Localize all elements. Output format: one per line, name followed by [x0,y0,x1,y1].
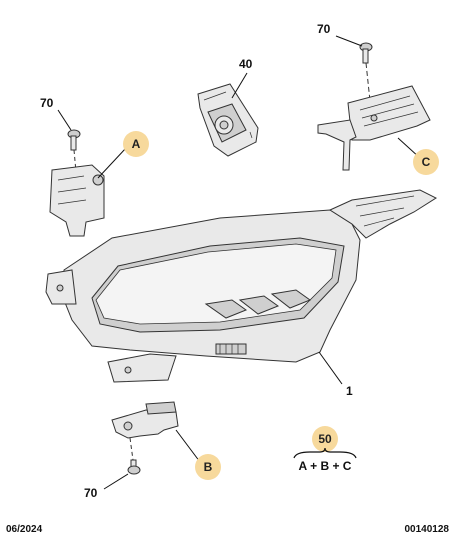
badge-a-text: A [132,137,141,151]
badge-a [123,131,149,157]
badge-c [413,149,439,175]
footer-date: 06/2024 [6,524,43,535]
footer-code: 00140128 [404,524,450,535]
badge-b-text: B [204,460,213,474]
module-40 [197,83,259,157]
brace [293,447,357,459]
screw-70-bottom [127,459,141,475]
badge-50 [312,426,338,452]
bracket-c [317,85,431,171]
badge-c-text: C [422,155,431,169]
kit-formula: A + B + C [299,459,352,473]
screw-70-left [67,129,81,173]
bracket-a [49,164,105,237]
label-70-top: 70 [317,22,331,36]
bracket-b [111,401,179,461]
badge-50-text: 50 [318,432,332,446]
screw-70-top [359,42,373,121]
headlamp-1 [45,189,438,383]
label-40: 40 [239,57,253,71]
badge-b [195,454,221,480]
label-70-left: 70 [40,96,54,110]
label-1: 1 [346,384,353,398]
label-70-bottom: 70 [84,486,98,500]
